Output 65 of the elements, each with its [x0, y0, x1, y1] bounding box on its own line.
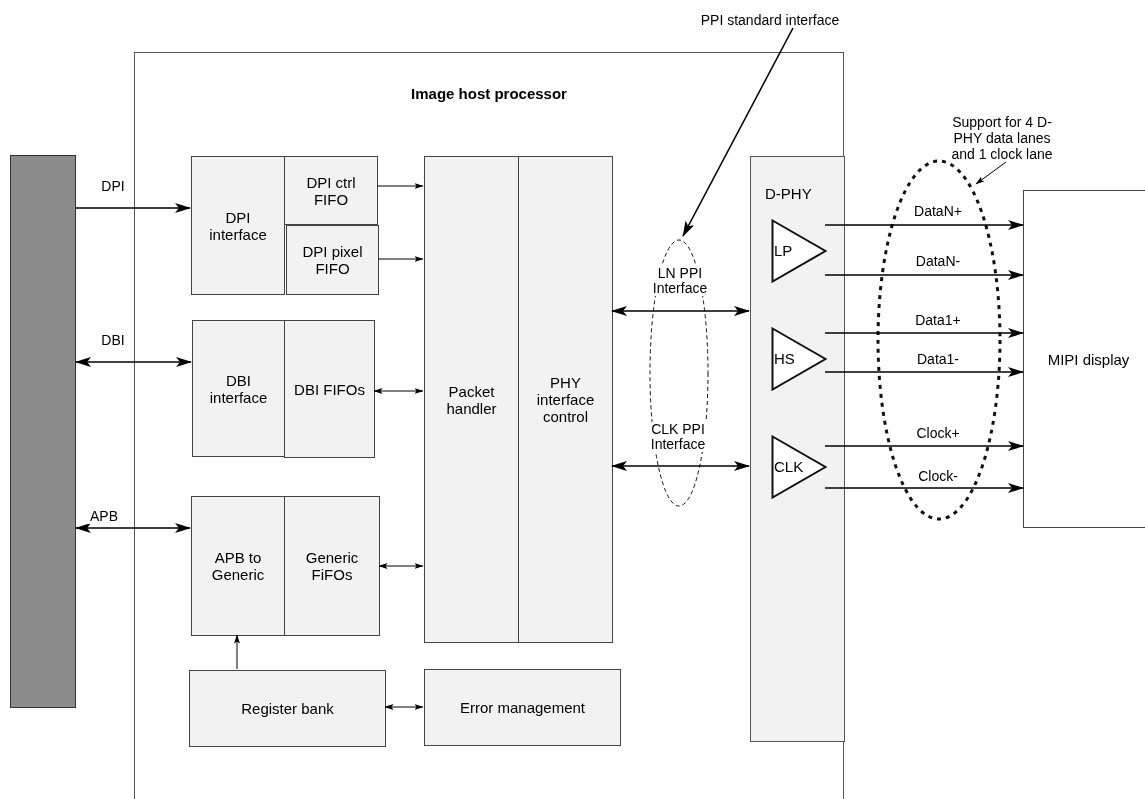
edge-label: APB — [88, 509, 120, 524]
process-box — [284, 320, 375, 458]
buffer-label: HS — [774, 348, 795, 369]
edge-label: Data1+ — [913, 313, 963, 328]
arrow — [824, 220, 1024, 230]
process-box — [192, 320, 285, 457]
block-title: D-PHY — [765, 185, 812, 202]
process-box — [286, 225, 379, 295]
process-box — [424, 156, 519, 643]
edge-label: DataN+ — [912, 204, 964, 219]
buffer-triangle — [771, 327, 827, 391]
arrow — [373, 388, 424, 394]
buffer-triangle — [771, 219, 827, 283]
box-label: Error management — [459, 699, 586, 716]
box-label: Packet handler — [445, 382, 498, 417]
edge-label: Data1- — [915, 352, 961, 367]
box-label: DPI ctrl FIFO — [305, 173, 357, 208]
process-box — [424, 669, 621, 746]
arrow — [824, 441, 1024, 451]
process-box — [284, 156, 378, 225]
annotation-text: PPI standard interface — [700, 12, 840, 28]
box-label: DBI interface — [208, 371, 269, 406]
edge-label: DataN- — [913, 254, 963, 269]
arrow — [611, 461, 750, 471]
processor-frame — [134, 52, 844, 799]
box-label: APB to Generic — [210, 549, 266, 583]
process-box — [284, 496, 380, 636]
box-label: Register bank — [241, 700, 334, 717]
arrow — [75, 523, 191, 533]
arrow — [611, 306, 750, 316]
box-label: DPI pixel FIFO — [301, 243, 364, 277]
arrow — [824, 270, 1024, 280]
arrow — [824, 483, 1024, 493]
box-label: DPI interface — [208, 208, 268, 243]
process-box — [191, 496, 285, 636]
box-label: Generic FiFOs — [304, 549, 360, 583]
arrow — [376, 183, 424, 189]
edge-label: DBI — [99, 333, 127, 348]
box-label: MIPI display — [1047, 350, 1130, 368]
box-label: DBI FIFOs — [294, 380, 365, 398]
display-box — [1023, 190, 1145, 528]
arrow — [824, 367, 1024, 377]
arrow — [377, 256, 424, 262]
annotation-text: Support for 4 D-PHY data lanes and 1 clock lane — [950, 114, 1054, 162]
frame-title: Image host processor — [411, 84, 567, 104]
arrow — [75, 357, 192, 367]
buffer-label: LP — [774, 240, 793, 261]
arrow — [75, 203, 191, 213]
leader-line — [975, 161, 1007, 185]
process-box — [518, 156, 613, 643]
edge-label: Clock- — [916, 469, 960, 484]
buffer-label: CLK — [774, 456, 804, 477]
process-box — [191, 156, 285, 295]
edge-label: DPI — [99, 179, 127, 194]
edge-label: Clock+ — [914, 426, 962, 441]
arrow — [824, 328, 1024, 338]
side-bar — [10, 155, 76, 708]
phy-block — [750, 156, 845, 742]
process-box — [189, 670, 386, 747]
arrow — [234, 634, 240, 670]
arrow — [384, 704, 424, 710]
box-label: PHY interface control — [535, 374, 596, 425]
leader-line — [682, 27, 794, 237]
arrow — [378, 563, 424, 569]
buffer-triangle — [771, 435, 827, 499]
